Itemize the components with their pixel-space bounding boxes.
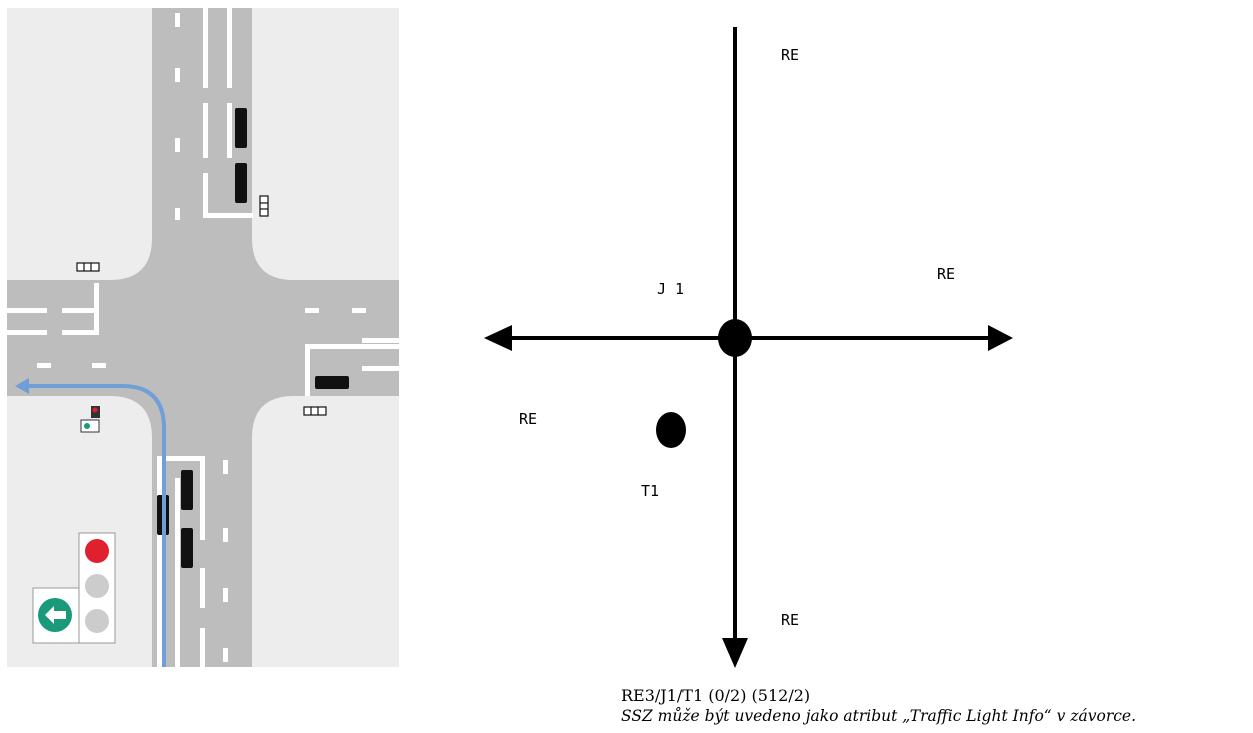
label-signal: T1	[641, 482, 660, 500]
signal-node	[656, 412, 686, 448]
red-light	[85, 539, 109, 563]
car	[235, 163, 247, 203]
arrow-down-icon	[722, 638, 748, 668]
car	[181, 528, 193, 568]
arrow-left-icon	[484, 325, 512, 351]
road-surface	[7, 8, 399, 667]
label-re-top: RE	[781, 46, 800, 64]
junction-node	[718, 319, 752, 357]
label-re-bottom: RE	[781, 611, 800, 629]
signal-head-small	[80, 406, 100, 433]
car	[315, 376, 349, 389]
caption-code: RE3/J1/T1 (0/2) (512/2)	[621, 686, 811, 705]
left-arrow-icon	[45, 606, 66, 624]
lane-markings	[7, 8, 399, 667]
amber-light-off	[85, 574, 109, 598]
arrow-right-icon	[988, 325, 1013, 351]
route-arrowhead	[15, 378, 29, 394]
car	[235, 108, 247, 148]
signal-legend	[32, 532, 116, 644]
label-re-left: RE	[519, 410, 538, 428]
caption-note: SSZ může být uvedeno jako atribut „Traff…	[621, 707, 1137, 725]
traffic-light-symbols	[76, 195, 327, 416]
green-light-off	[85, 609, 109, 633]
label-re-right: RE	[937, 265, 956, 283]
intersection-illustration	[7, 8, 399, 667]
car	[181, 470, 193, 510]
label-junction: J 1	[657, 280, 685, 298]
left-turn-route	[25, 384, 166, 667]
